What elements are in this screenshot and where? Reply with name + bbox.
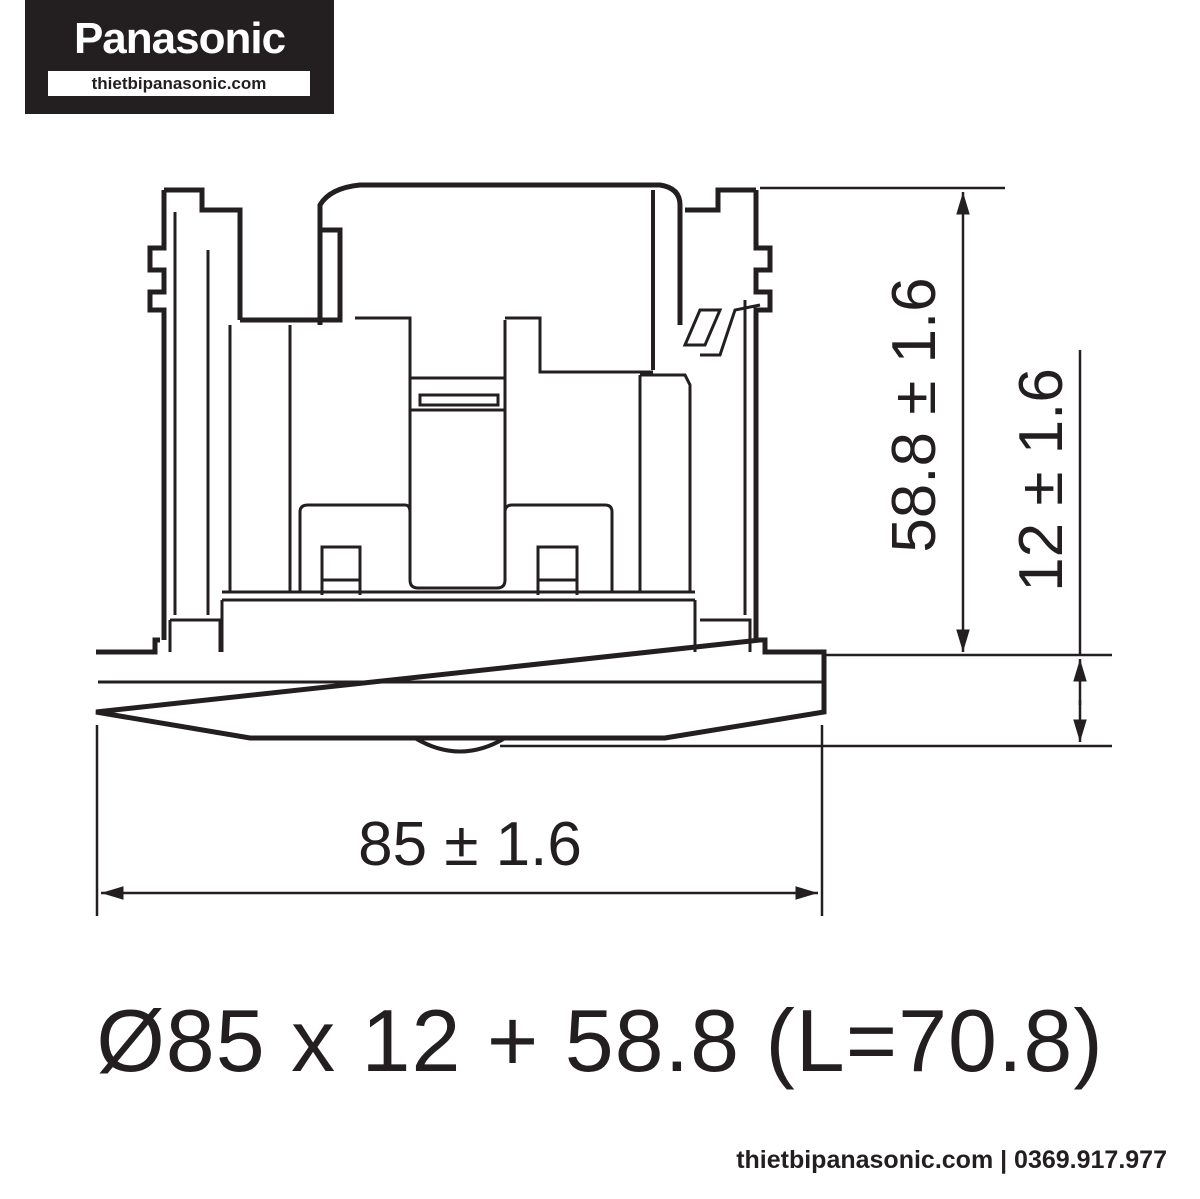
panasonic-logo: Panasonic thietbipanasonic.com [25, 0, 334, 114]
logo-url: thietbipanasonic.com [48, 71, 310, 96]
dimension-lines [95, 186, 1112, 916]
dimension-diameter-label: 85 ± 1.6 [358, 810, 582, 879]
footer-contact: thietbipanasonic.com | 0369.917.977 [736, 1146, 1167, 1174]
dimension-plate-label: 12 ± 1.6 [1007, 368, 1076, 592]
dimension-height-label: 58.8 ± 1.6 [880, 277, 949, 552]
device-outline [95, 182, 827, 754]
logo-brand: Panasonic [73, 14, 286, 63]
size-formula: Ø85 x 12 + 58.8 (L=70.8) [96, 991, 1104, 1090]
